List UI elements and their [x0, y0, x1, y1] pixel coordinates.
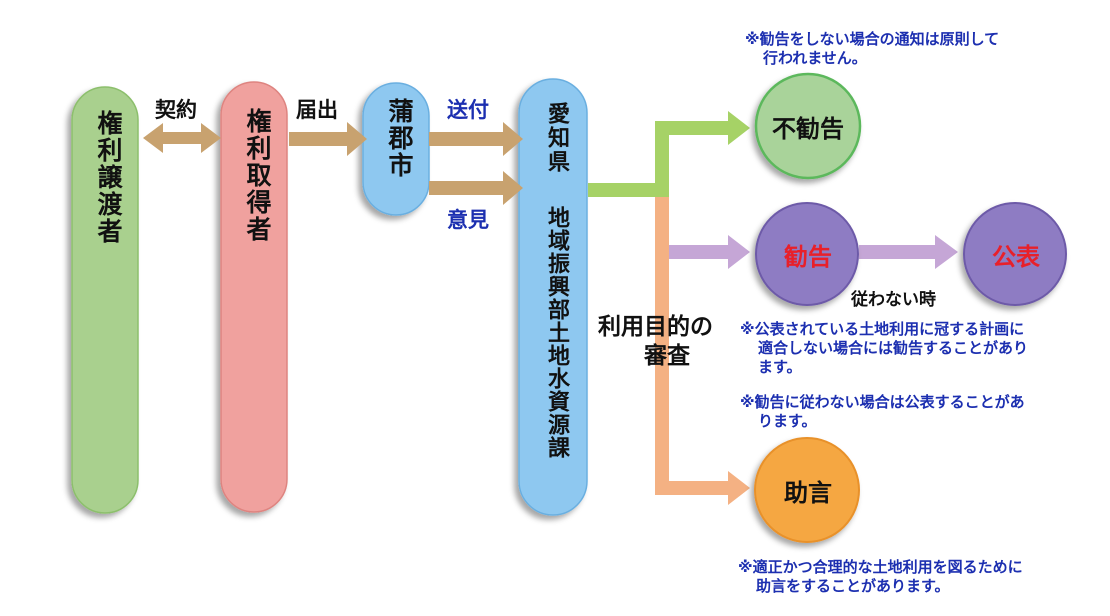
- advice-label: 助言: [784, 478, 832, 507]
- no-recommendation-circle: [754, 72, 862, 180]
- prefecture-label-2: 地域振興部土地水資源課: [544, 206, 569, 459]
- acquirer-label: 権利取得者: [243, 108, 272, 243]
- note-no-recommendation: ※勧告をしない場合の通知は原則して 行われません。: [745, 30, 999, 68]
- send-label: 送付: [447, 98, 489, 122]
- orange-branch-arrow: [655, 197, 750, 505]
- advice-circle: [754, 437, 860, 543]
- contract-label: 契約: [155, 98, 197, 122]
- review-label-line2: 審査: [644, 343, 690, 369]
- prefecture-pill: [518, 78, 588, 516]
- notification-arrow: [289, 122, 367, 156]
- send-arrow: [429, 122, 523, 156]
- note-adv-line2: 助言をすることがあります。: [756, 577, 950, 595]
- purple-branch-arrow: [669, 235, 750, 269]
- prefecture-label-1: 愛知県: [544, 102, 569, 174]
- note-top-line1: ※勧告をしない場合の通知は原則して: [745, 30, 1000, 48]
- opinion-arrow: [429, 171, 523, 205]
- note-pub-line1: ※勧告に従わない場合は公表することがあ: [740, 393, 1025, 411]
- not-follow-arrow: [859, 235, 958, 269]
- note-advice: ※適正かつ合理的な土地利用を図るために 助言をすることがあります。: [738, 558, 1023, 596]
- note-top-line2: 行われません。: [763, 49, 867, 67]
- green-branch-arrow: [588, 111, 750, 197]
- notification-label: 届出: [296, 98, 338, 122]
- acquirer-pill: [220, 81, 288, 513]
- note-publication: ※勧告に従わない場合は公表することがあ ります。: [740, 393, 1025, 431]
- note-rec-line3: ます。: [758, 358, 802, 376]
- recommendation-circle: [755, 202, 859, 306]
- review-label-line1: 利用目的の: [598, 314, 713, 340]
- note-recommendation: ※公表されている土地利用に冠する計画に 適合しない場合には勧告することがあり ま…: [740, 320, 1028, 377]
- transferor-pill: [71, 86, 139, 514]
- note-rec-line2: 適合しない場合には勧告することがあり: [758, 339, 1029, 357]
- not-follow-label: 従わない時: [851, 290, 936, 310]
- note-rec-line1: ※公表されている土地利用に冠する計画に: [740, 320, 1025, 338]
- publication-circle: [963, 202, 1067, 306]
- publication-label: 公表: [992, 242, 1040, 271]
- contract-double-arrow: [143, 123, 221, 153]
- opinion-label: 意見: [447, 208, 489, 232]
- no-recommendation-label: 不勧告: [772, 114, 844, 143]
- note-pub-line2: ります。: [758, 412, 817, 430]
- recommendation-label: 勧告: [784, 242, 832, 271]
- transferor-label: 権利譲渡者: [94, 110, 123, 245]
- city-pill: [362, 82, 430, 216]
- note-adv-line1: ※適正かつ合理的な土地利用を図るために: [738, 558, 1023, 576]
- city-label: 蒲郡市: [385, 98, 414, 179]
